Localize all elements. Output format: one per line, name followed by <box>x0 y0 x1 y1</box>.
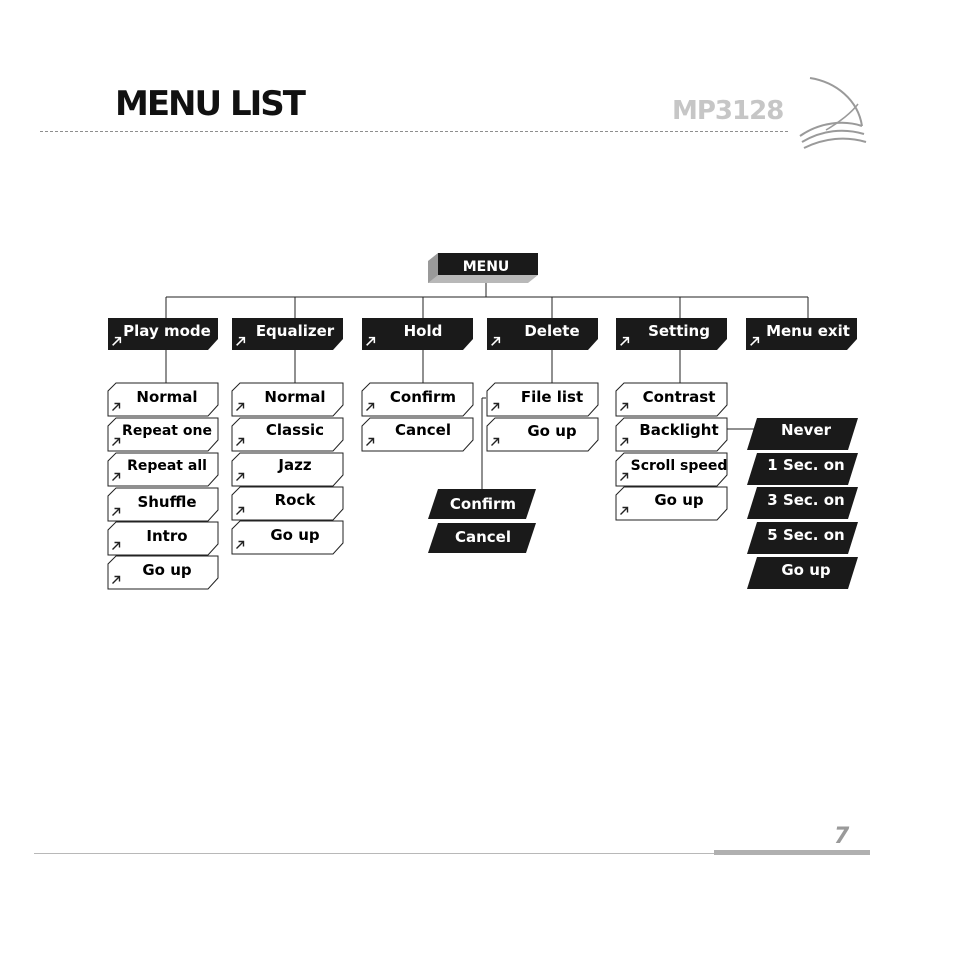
menu-item: Repeat one <box>107 417 219 452</box>
footer-line <box>34 853 714 854</box>
menu-item-label: Go up <box>527 422 577 440</box>
category-label: Play mode <box>123 322 211 340</box>
menu-item: Contrast <box>615 382 728 417</box>
menu-root-box: MENU <box>428 253 538 283</box>
equalizer-items: Normal Classic Jazz Rock Go up <box>231 382 344 555</box>
hold-items: Confirm Cancel <box>361 382 474 452</box>
menu-item: Go up <box>107 555 219 590</box>
backlight-option: 3 Sec. on <box>747 487 858 519</box>
menu-root-label: MENU <box>463 259 510 275</box>
menu-item-label: Repeat one <box>122 423 212 439</box>
option-label: 1 Sec. on <box>767 456 844 474</box>
category-label: Hold <box>404 322 443 340</box>
menu-item-label: File list <box>521 388 583 406</box>
option-label: 5 Sec. on <box>767 526 844 544</box>
menu-item: Normal <box>107 382 219 417</box>
option-label: Go up <box>781 561 831 579</box>
page-title: MENU LIST <box>115 84 306 124</box>
category-label: Delete <box>524 322 579 340</box>
delete-confirm-option: Confirm <box>428 489 536 519</box>
category-label: Equalizer <box>256 322 335 340</box>
menu-item: Backlight <box>615 417 728 452</box>
menu-item: Classic <box>231 417 344 452</box>
menu-item-label: Jazz <box>277 456 311 474</box>
backlight-option: Never <box>747 418 858 450</box>
play-mode-items: Normal Repeat one Repeat all Shuffle Int… <box>107 382 219 590</box>
menu-item: Jazz <box>231 452 344 487</box>
category-setting: Setting <box>616 318 727 350</box>
category-label: Setting <box>648 322 710 340</box>
menu-item: Go up <box>231 520 344 555</box>
category-label: Menu exit <box>766 322 850 340</box>
menu-item: Go up <box>615 486 728 521</box>
menu-item-label: Backlight <box>639 421 718 439</box>
menu-item-label: Scroll speed <box>631 458 728 474</box>
menu-item-label: Repeat all <box>127 458 207 474</box>
menu-item-label: Cancel <box>395 421 451 439</box>
category-play-mode: Play mode <box>108 318 218 350</box>
category-equalizer: Equalizer <box>232 318 343 350</box>
menu-item: Rock <box>231 486 344 521</box>
menu-item-label: Go up <box>270 526 320 544</box>
category-delete: Delete <box>487 318 598 350</box>
model-name: MP3128 <box>672 96 784 126</box>
option-label: Cancel <box>455 528 511 546</box>
category-hold: Hold <box>362 318 473 350</box>
setting-items: Contrast Backlight Scroll speed Go up <box>615 382 728 521</box>
menu-item-label: Confirm <box>390 388 456 406</box>
menu-item-label: Rock <box>275 491 317 509</box>
menu-item: File list <box>486 382 599 417</box>
menu-item-label: Go up <box>654 491 704 509</box>
menu-item-label: Normal <box>136 388 197 406</box>
menu-item-label: Intro <box>146 527 187 545</box>
menu-item-label: Shuffle <box>137 493 196 511</box>
option-label: Confirm <box>450 495 516 513</box>
menu-item: Normal <box>231 382 344 417</box>
menu-item: Go up <box>486 417 599 452</box>
option-label: 3 Sec. on <box>767 491 844 509</box>
header-divider <box>40 131 788 132</box>
menu-item: Intro <box>107 521 219 556</box>
connector-lines <box>165 283 809 489</box>
delete-cancel-option: Cancel <box>428 523 536 553</box>
menu-item-label: Normal <box>264 388 325 406</box>
backlight-options: Never 1 Sec. on 3 Sec. on 5 Sec. on Go u… <box>747 418 858 589</box>
backlight-option: Go up <box>747 557 858 589</box>
menu-item-label: Contrast <box>643 388 716 406</box>
backlight-option: 1 Sec. on <box>747 453 858 485</box>
menu-item: Repeat all <box>107 452 219 487</box>
menu-item-label: Classic <box>266 421 324 439</box>
menu-item: Confirm <box>361 382 474 417</box>
backlight-option: 5 Sec. on <box>747 522 858 554</box>
menu-item: Shuffle <box>107 487 219 522</box>
menu-item: Cancel <box>361 417 474 452</box>
page-number: 7 <box>834 824 850 849</box>
category-menu-exit: Menu exit <box>746 318 857 350</box>
menu-item-label: Go up <box>142 561 192 579</box>
option-label: Never <box>781 421 832 439</box>
delete-items: File list Go up Confirm Cancel <box>428 382 599 553</box>
menu-item: Scroll speed <box>615 452 728 487</box>
brand-logo-icon <box>799 77 867 149</box>
footer-bar <box>714 850 870 855</box>
